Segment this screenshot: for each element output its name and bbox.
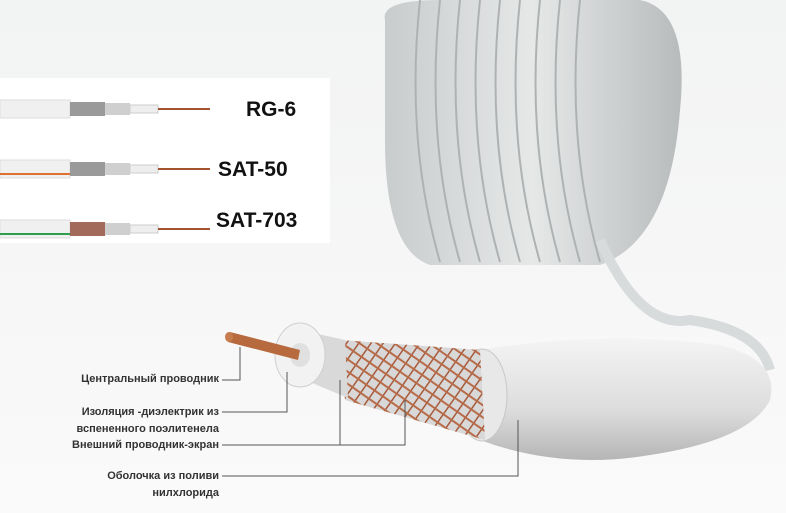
cable-types-panel: RG-6 SAT-50 SAT-703: [0, 78, 330, 243]
callout-outer-shield: Внешний проводник-экран: [72, 439, 219, 451]
cable-sample-sat703: [0, 219, 210, 239]
cable-type-label-sat703: SAT-703: [216, 209, 298, 232]
main-cable: [225, 322, 772, 460]
callout-central-conductor: Центральный проводник: [81, 373, 219, 385]
cable-type-label-rg6: RG-6: [246, 98, 297, 121]
cable-sample-rg6: [0, 99, 210, 119]
callout-dielectric-insulation: Изоляция -диэлектрик из вспененного поэл…: [76, 406, 220, 435]
cable-type-label-sat50: SAT-50: [218, 158, 288, 181]
cable-sample-sat50: [0, 159, 210, 179]
cable-samples: [0, 99, 210, 239]
cable-spool: [384, 0, 775, 372]
leader-lines: [222, 347, 519, 477]
callout-pvc-jacket: Оболочка из поливи нилхлорида: [107, 470, 219, 499]
